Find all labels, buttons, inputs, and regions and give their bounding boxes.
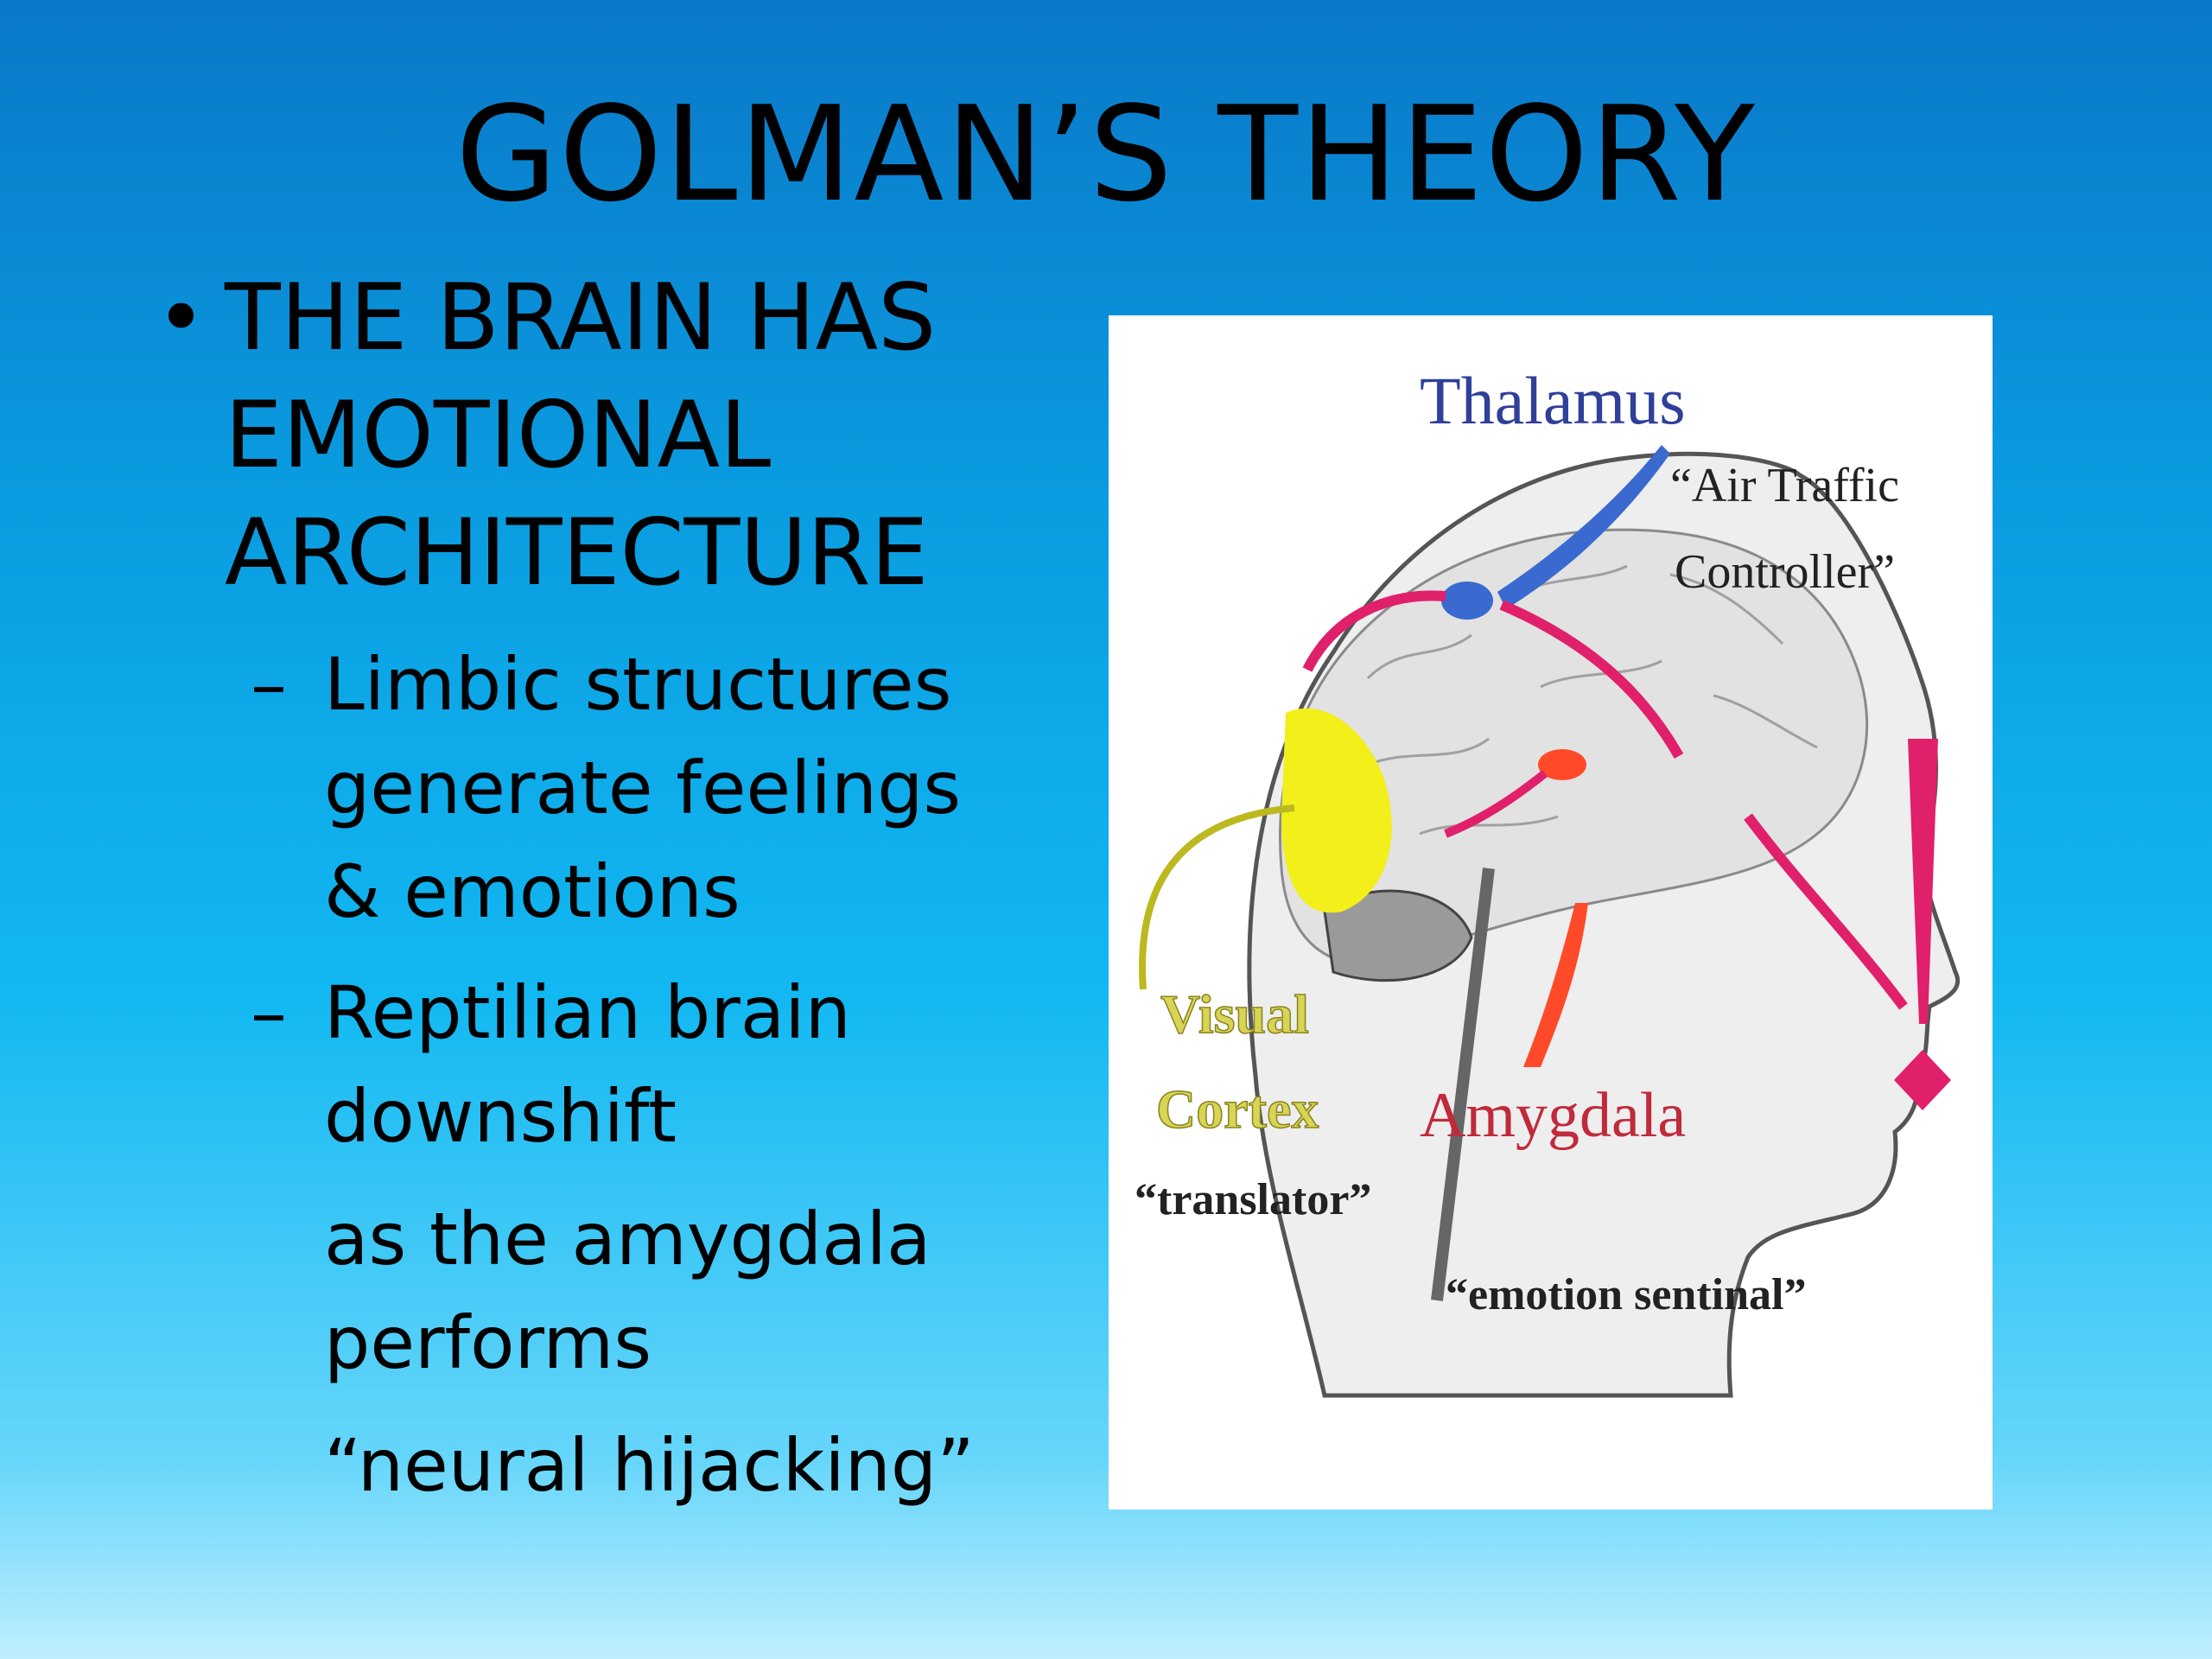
brain-diagram-svg: Thalamus “Air Traffic Controller” Visual…: [1135, 363, 1961, 1398]
continuation-amygdala: as the amygdala performs: [324, 1197, 931, 1385]
emotion-sentinal-label: “emotion sentinal”: [1446, 1270, 1806, 1319]
exclamation-dot-icon: [1894, 1050, 1951, 1110]
dash-icon: –: [251, 642, 287, 727]
arrow-from-eye: [1744, 813, 1908, 1010]
amygdala-stem: [1523, 903, 1588, 1067]
sub-bullet-limbic: – Limbic structures generate feelings & …: [251, 632, 1089, 944]
visual-cortex-arrow: [1139, 804, 1295, 990]
dash-icon: –: [251, 970, 287, 1055]
controller-label: Controller”: [1675, 545, 1895, 599]
main-bullet: • THE BRAIN HAS EMOTIONAL ARCHITECTURE: [156, 259, 1089, 612]
visual-cortex-shape: [1281, 708, 1392, 913]
arrow-thalamus-cortex: [1302, 590, 1446, 672]
bullet-dot-icon: •: [156, 267, 207, 368]
continuation-hijacking: “neural hijacking”: [324, 1423, 975, 1508]
cerebellum: [1323, 889, 1473, 982]
sub-bullets: – Limbic structures generate feelings & …: [251, 632, 1089, 1168]
brain-diagram-image: Thalamus “Air Traffic Controller” Visual…: [1109, 315, 1993, 1510]
air-traffic-label: “Air Traffic: [1670, 459, 1899, 512]
thalamus-beam: [1497, 445, 1670, 609]
slide-body: • THE BRAIN HAS EMOTIONAL ARCHITECTURE –…: [156, 259, 1089, 1517]
arrow-to-amygdala: [1444, 770, 1548, 838]
slide-title: GOLMAN’S THEORY: [455, 78, 1757, 231]
translator-label: “translator”: [1135, 1175, 1371, 1224]
brain-stem: [1431, 868, 1495, 1301]
visual-label: Visual: [1160, 983, 1309, 1045]
main-bullet-text: THE BRAIN HAS EMOTIONAL ARCHITECTURE: [225, 264, 937, 606]
thalamus-label: Thalamus: [1420, 363, 1686, 438]
brain-folds: [1366, 564, 1818, 836]
amygdala-shape: [1538, 749, 1586, 780]
cortex-label: Cortex: [1156, 1078, 1319, 1140]
exclamation-icon: [1908, 739, 1938, 1024]
amygdala-label: Amygdala: [1420, 1080, 1686, 1151]
thalamus-shape: [1441, 582, 1493, 620]
sub-bullet-reptilian: – Reptilian brain downshift: [251, 961, 1089, 1168]
arrow-thalamus-eye: [1499, 600, 1684, 759]
